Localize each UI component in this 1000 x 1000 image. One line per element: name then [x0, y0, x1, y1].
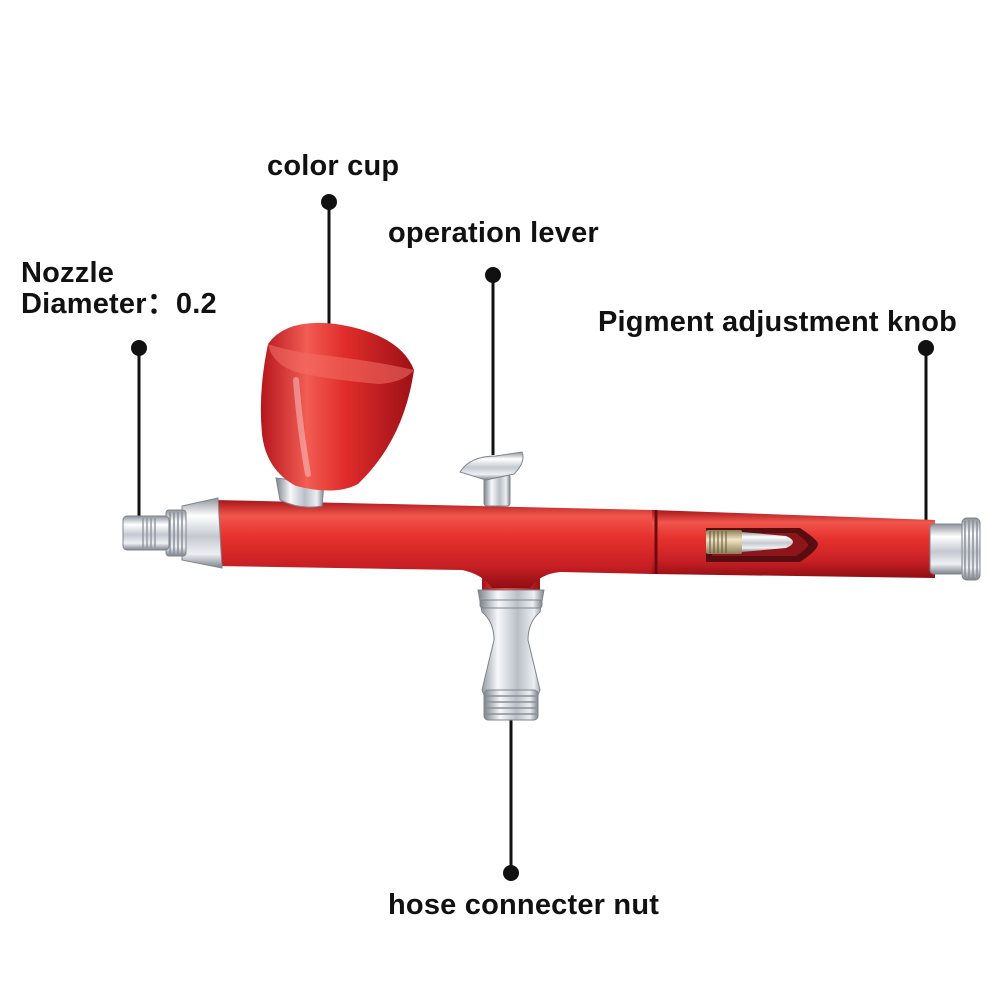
operation-lever [459, 451, 524, 507]
handle-window [706, 528, 818, 562]
label-nozzle-line1: Nozzle [21, 257, 115, 289]
label-nozzle: Nozzle Diameter：0.2 [21, 258, 217, 320]
nozzle-tip [122, 515, 170, 551]
color-cup [260, 322, 414, 508]
nozzle-assembly [122, 497, 223, 569]
pigment-adjustment-knob [929, 517, 981, 581]
leader-lines [131, 194, 934, 881]
leader-dot-color-cup [321, 194, 337, 210]
airbrush [122, 322, 981, 721]
label-pigment-adjustment-knob: Pigment adjustment knob [598, 306, 958, 338]
needle-chuck [706, 530, 742, 554]
label-hose-connecter-nut: hose connecter nut [388, 889, 660, 921]
leader-dot-hose-nut [503, 865, 519, 881]
leader-dot-nozzle [131, 340, 147, 356]
hose-connector-nut [477, 565, 545, 721]
label-color-cup: color cup [267, 150, 400, 182]
leader-dot-pigment-knob [918, 340, 934, 356]
leader-dot-operation-lever [485, 267, 501, 283]
airbrush-body [215, 500, 652, 588]
label-operation-lever: operation lever [388, 217, 599, 249]
label-nozzle-line2: Diameter：0.2 [21, 288, 217, 320]
